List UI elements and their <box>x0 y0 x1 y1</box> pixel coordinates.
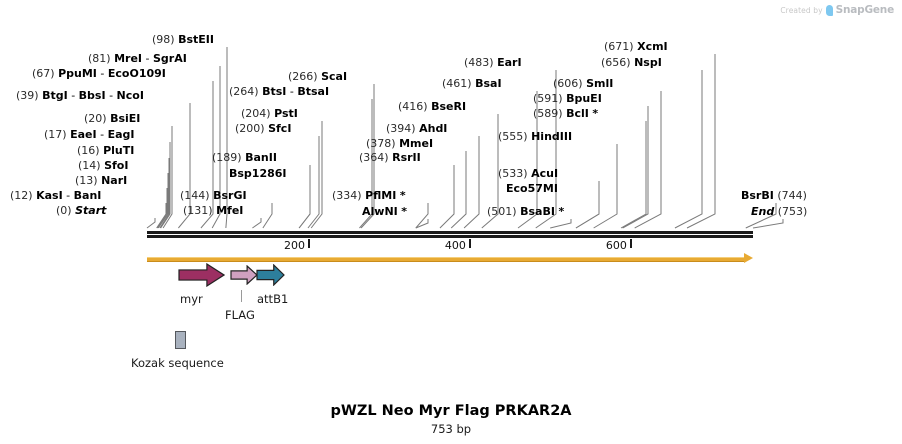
enzyme-label-nspI[interactable]: (656) NspI <box>601 56 662 69</box>
enzyme-label-bsiEI[interactable]: (20) BsiEI <box>84 112 141 125</box>
leader-line-acuI <box>575 181 600 229</box>
page-title: pWZL Neo Myr Flag PRKAR2A <box>330 403 572 419</box>
enzyme-label-bstEII[interactable]: (98) BstEII <box>152 33 214 46</box>
leader-line-pstI <box>310 121 323 229</box>
enzyme-label-xcmI[interactable]: (671) XcmI <box>604 40 668 53</box>
leader-line-eaeI <box>160 142 171 229</box>
leader-line-xcmI <box>686 54 716 229</box>
enzyme-label-eco57MI[interactable]: Eco57MI <box>506 182 558 195</box>
leader-line-bsiEI <box>162 126 173 229</box>
enzyme-label-bsp1286I[interactable]: Bsp1286I <box>229 167 287 180</box>
enzyme-label-bsrBI[interactable]: BsrBI (744) <box>741 189 807 202</box>
leader-line-pluTI <box>159 158 170 229</box>
ruler-bar-upper <box>147 231 753 234</box>
leader-line-sfoI <box>157 173 169 229</box>
ruler-tick-label-200: 200 <box>283 239 305 252</box>
leader-line-kasI <box>156 203 167 229</box>
leader-line-mfeI <box>252 218 262 229</box>
enzyme-label-bseRI[interactable]: (416) BseRI <box>398 100 467 113</box>
leader-line-bclI <box>620 121 647 229</box>
leader-line-nspI <box>674 70 703 229</box>
enzyme-label-earI[interactable]: (483) EarI <box>464 56 522 69</box>
snapgene-watermark: Created by SnapGene <box>780 4 894 16</box>
feature-arrow-attb1[interactable] <box>256 264 285 286</box>
enzyme-label-alwNI[interactable]: AlwNI * <box>362 205 408 218</box>
leader-line-banII <box>298 165 311 229</box>
enzyme-label-bsaI[interactable]: (461) BsaI <box>442 77 502 90</box>
enzyme-label-narI[interactable]: (13) NarI <box>75 174 128 187</box>
leader-line-bsrGI <box>262 203 273 229</box>
enzyme-label-kasI[interactable]: (12) KasI - BanI <box>10 189 102 202</box>
enzyme-label-banII[interactable]: (189) BanII <box>212 151 277 164</box>
sequence-length-label: 753 bp <box>430 422 472 436</box>
feature-label-attb1-label: attB1 <box>257 292 289 306</box>
leader-line-pflMI <box>415 203 429 229</box>
leader-line-end <box>752 219 784 229</box>
leader-line-smlI <box>634 91 662 229</box>
watermark-brand-text: SnapGene <box>835 4 895 16</box>
leader-line-narI <box>157 188 168 229</box>
enzyme-label-sfoI[interactable]: (14) SfoI <box>78 159 129 172</box>
flag-leader-tick <box>241 290 242 302</box>
enzyme-label-sfcI[interactable]: (200) SfcI <box>235 122 292 135</box>
orf-arrow-head <box>744 253 753 263</box>
feature-arrow-flag[interactable] <box>230 265 258 285</box>
orf-arrow-shaft <box>147 257 744 262</box>
enzyme-label-bsaBI[interactable]: (501) BsaBI * <box>487 205 565 218</box>
feature-arrow-myr[interactable] <box>178 263 225 287</box>
enzyme-label-rsrII[interactable]: (364) RsrII <box>359 151 421 164</box>
leader-line-bpuEI <box>622 106 649 229</box>
enzyme-label-bclI[interactable]: (589) BclI * <box>533 107 599 120</box>
enzyme-label-ahdI[interactable]: (394) AhdI <box>386 122 448 135</box>
feature-label-flag-label: FLAG <box>225 308 255 322</box>
leader-line-rsrII <box>439 165 455 229</box>
kozak-sequence-label: Kozak sequence <box>131 356 224 370</box>
enzyme-label-bpuEI[interactable]: (591) BpuEI <box>533 92 602 105</box>
ruler-tick-label-600: 600 <box>605 239 627 252</box>
enzyme-label-eaeI[interactable]: (17) EaeI - EagI <box>44 128 135 141</box>
leader-line-ahdI <box>463 136 480 229</box>
leader-line-mmeI <box>450 151 467 229</box>
ruler-tick-600 <box>629 239 632 248</box>
leader-line-sfcI <box>307 136 320 229</box>
enzyme-label-bsrGI[interactable]: (144) BsrGI <box>180 189 247 202</box>
leader-line-alwNI <box>415 219 429 229</box>
enzyme-label-pflMI[interactable]: (334) PflMI * <box>332 189 406 202</box>
enzyme-label-btgI[interactable]: (39) BtgI - BbsI - NcoI <box>16 89 144 102</box>
snapgene-logo-icon <box>825 4 833 16</box>
leader-line-hindIII <box>593 144 618 229</box>
enzyme-label-smlI[interactable]: (606) SmlI <box>553 77 614 90</box>
enzyme-label-pstI[interactable]: (204) PstI <box>241 107 298 120</box>
feature-label-myr-label: myr <box>180 292 203 306</box>
ruler-tick-label-400: 400 <box>444 239 466 252</box>
enzyme-label-hindIII[interactable]: (555) HindIII <box>498 130 573 143</box>
enzyme-label-end[interactable]: End (753) <box>751 205 808 218</box>
enzyme-label-mfeI[interactable]: (131) MfeI <box>183 204 244 217</box>
enzyme-label-start[interactable]: (0) Start <box>56 204 107 217</box>
enzyme-label-mreI[interactable]: (81) MreI - SgrAI <box>88 52 187 65</box>
enzyme-label-pluTI[interactable]: (16) PluTI <box>77 144 135 157</box>
kozak-sequence-box[interactable] <box>175 331 186 349</box>
enzyme-label-ppuMI[interactable]: (67) PpuMI - EcoO109I <box>32 67 166 80</box>
leader-line-bsaBI <box>550 219 572 229</box>
ruler-tick-200 <box>307 239 310 248</box>
ruler-tick-400 <box>468 239 471 248</box>
enzyme-label-acuI[interactable]: (533) AcuI <box>498 167 559 180</box>
enzyme-label-btsI[interactable]: (264) BtsI - BtsaI <box>229 85 330 98</box>
leader-line-bsp1286I <box>298 181 311 229</box>
leader-line-eco57MI <box>575 196 600 229</box>
ruler-bar-lower <box>147 235 753 238</box>
enzyme-label-mmeI[interactable]: (378) MmeI <box>366 137 434 150</box>
leader-line-start <box>146 218 156 229</box>
enzyme-label-scaI[interactable]: (266) ScaI <box>288 70 348 83</box>
watermark-created-text: Created by <box>780 5 823 15</box>
